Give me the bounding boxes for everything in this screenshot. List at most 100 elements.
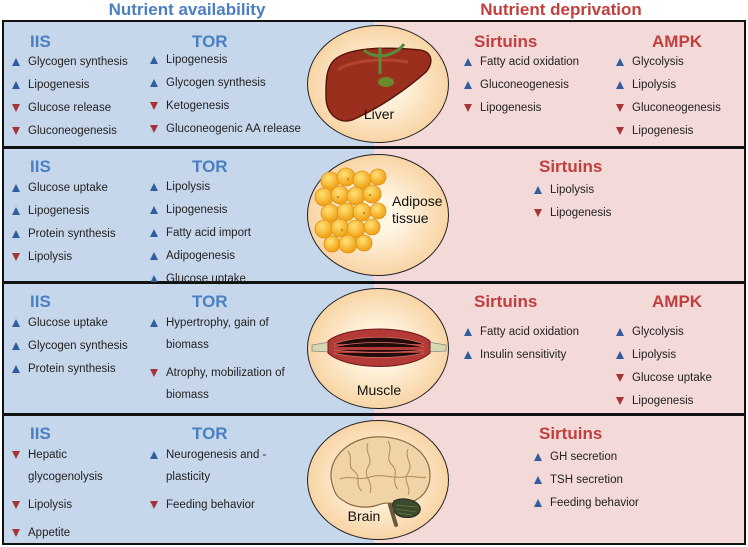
brain-label: Brain — [347, 508, 381, 524]
up-arrow-icon — [150, 319, 158, 327]
list-item: Neurogenesis and -plasticity — [150, 444, 300, 488]
item-label: Glycogen synthesis — [166, 77, 266, 89]
up-arrow-icon — [150, 56, 158, 64]
muscle-sirtuins-list: Fatty acid oxidation Insulin sensitivity — [464, 325, 579, 371]
up-arrow-icon — [464, 81, 472, 89]
item-label: Gluconeogenesis — [28, 125, 117, 137]
liver-sirtuins-list: Fatty acid oxidation Gluconeogenesis Lip… — [464, 55, 579, 124]
list-item: Gluconeogenesis — [464, 78, 579, 101]
adipose-iis-list: Glucose uptake Lipogenesis Protein synth… — [12, 181, 116, 273]
up-arrow-icon — [464, 328, 472, 336]
list-item: Glycogen synthesis — [12, 55, 128, 78]
item-label: Lipolysis — [550, 184, 595, 196]
down-arrow-icon — [150, 102, 158, 110]
item-label: Lipolysis — [632, 349, 677, 361]
item-label: Fatty acid import — [166, 227, 251, 239]
up-arrow-icon — [534, 186, 542, 194]
liver-ampk-list: Glycolysis Lipolysis Gluconeogenesis Lip… — [616, 55, 721, 147]
liver-tor-title: TOR — [192, 32, 228, 51]
up-arrow-icon — [150, 451, 158, 459]
up-arrow-icon — [12, 81, 20, 89]
up-arrow-icon — [616, 328, 624, 336]
list-item: Lipogenesis — [616, 124, 721, 147]
list-item: Atrophy, mobilization of biomass — [150, 362, 300, 406]
item-label: Protein synthesis — [28, 228, 116, 240]
down-arrow-icon — [12, 104, 20, 112]
muscle-ampk-list: Glycolysis Lipolysis Glucose uptake Lipo… — [616, 325, 712, 417]
item-label: Glucose uptake — [632, 372, 712, 384]
liver-iis-title: IIS — [30, 32, 51, 51]
item-label: Gluconeogenesis — [480, 79, 569, 91]
list-item: Feeding behavior — [150, 494, 300, 516]
list-item: Gluconeogenesis — [12, 124, 128, 147]
adipose-label-line2: tissue — [392, 210, 429, 226]
list-item: Lipolysis — [534, 183, 611, 206]
down-arrow-icon — [12, 253, 20, 261]
item-label: Insulin sensitivity — [480, 349, 567, 361]
item-label: Gluconeogenesis — [632, 102, 721, 114]
up-arrow-icon — [12, 230, 20, 238]
list-item: TSH secretion — [534, 473, 639, 496]
list-item: Insulin sensitivity — [464, 348, 579, 371]
up-arrow-icon — [616, 81, 624, 89]
list-item: GH secretion — [534, 450, 639, 473]
liver-label: Liver — [363, 106, 395, 122]
down-arrow-icon — [616, 397, 624, 405]
list-item: Lipogenesis — [464, 101, 579, 124]
up-arrow-icon — [150, 252, 158, 260]
item-label: Appetite — [28, 527, 71, 539]
list-item: Fatty acid import — [150, 226, 251, 249]
up-arrow-icon — [464, 351, 472, 359]
brain-sirtuins-list: GH secretion TSH secretion Feeding behav… — [534, 450, 639, 519]
item-label: Lipolysis — [28, 499, 73, 511]
list-item: Appetite — [12, 522, 122, 544]
adipose-label: Adipose tissue — [392, 193, 450, 227]
item-label: Lipogenesis — [550, 207, 612, 219]
down-arrow-icon — [12, 127, 20, 135]
up-arrow-icon — [150, 229, 158, 237]
item-label: Lipogenesis — [480, 102, 542, 114]
list-item: Fatty acid oxidation — [464, 55, 579, 78]
item-label: Ketogenesis — [166, 100, 230, 112]
muscle-panel: IIS Glucose uptake Glycogen synthesis Pr… — [2, 282, 746, 415]
brain-iis-title: IIS — [30, 424, 51, 443]
item-label: Neurogenesis and -plasticity — [166, 449, 267, 483]
list-item: Lipogenesis — [12, 78, 128, 101]
muscle-sirtuins-title: Sirtuins — [474, 292, 538, 311]
down-arrow-icon — [464, 104, 472, 112]
up-arrow-icon — [150, 79, 158, 87]
muscle-icon — [311, 328, 447, 367]
muscle-label: Muscle — [356, 382, 402, 398]
item-label: Hepatic glycogenolysis — [28, 449, 103, 483]
liver-icon — [325, 43, 432, 122]
list-item: Glycogen synthesis — [12, 339, 128, 362]
item-label: Lipogenesis — [166, 54, 228, 66]
adipose-iis-title: IIS — [30, 157, 51, 176]
list-item: Protein synthesis — [12, 362, 128, 385]
list-item: Glucose uptake — [12, 181, 116, 204]
item-label: Lipogenesis — [28, 205, 90, 217]
item-label: Glucose uptake — [28, 182, 108, 194]
down-arrow-icon — [12, 501, 20, 509]
item-label: Atrophy, mobilization of biomass — [166, 367, 285, 401]
down-arrow-icon — [150, 501, 158, 509]
item-label: TSH secretion — [550, 474, 623, 486]
muscle-organ-circle: Muscle — [307, 288, 449, 409]
muscle-tor-title: TOR — [192, 292, 228, 311]
up-arrow-icon — [534, 453, 542, 461]
down-arrow-icon — [616, 104, 624, 112]
list-item: Adipogenesis — [150, 249, 251, 272]
item-label: Lipogenesis — [632, 125, 694, 137]
list-item: Feeding behavior — [534, 496, 639, 519]
item-label: Glycolysis — [632, 56, 684, 68]
list-item: Ketogenesis — [150, 99, 301, 122]
list-item: Lipogenesis — [534, 206, 611, 229]
item-label: Protein synthesis — [28, 363, 116, 375]
up-arrow-icon — [150, 206, 158, 214]
down-arrow-icon — [534, 209, 542, 217]
list-item: Glucose release — [12, 101, 128, 124]
list-item: Lipolysis — [616, 78, 721, 101]
item-label: GH secretion — [550, 451, 618, 463]
up-arrow-icon — [534, 476, 542, 484]
list-item: Lipogenesis — [150, 53, 301, 76]
